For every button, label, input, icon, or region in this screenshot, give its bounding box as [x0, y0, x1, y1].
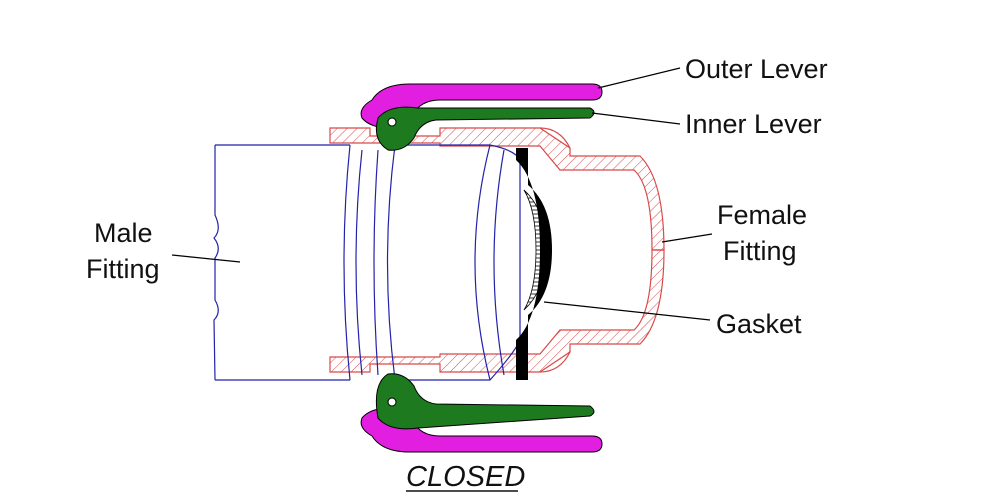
inner-lever-top — [375, 106, 595, 151]
leader-outer-lever — [597, 67, 681, 89]
bottom-lever-assembly — [360, 373, 603, 453]
label-gasket: Gasket — [716, 309, 802, 339]
male-fitting-sleeve — [395, 144, 521, 381]
inner-lever-bottom — [375, 373, 595, 430]
gasket-profile — [516, 148, 552, 380]
label-male-fitting-line1: Male — [94, 218, 153, 248]
male-fitting — [213, 144, 521, 381]
female-fitting-bottom-wall — [329, 249, 665, 373]
gasket-face — [523, 189, 547, 311]
caption-closed: CLOSED — [406, 461, 525, 493]
pivot-pin-top — [387, 117, 397, 127]
label-female-fitting-line2: Fitting — [723, 236, 797, 266]
male-fitting-pipe — [213, 144, 350, 381]
label-outer-lever: Outer Lever — [685, 54, 828, 84]
leader-male-fitting — [171, 254, 241, 263]
pivot-pin-bottom — [387, 397, 397, 407]
leader-inner-lever — [591, 112, 681, 125]
label-female-fitting-line1: Female — [717, 200, 807, 230]
leader-gasket — [543, 301, 711, 321]
male-fitting-bore — [474, 144, 505, 381]
outer-lever-top — [360, 83, 603, 129]
female-fitting-outer-contour — [539, 127, 571, 373]
gasket — [516, 148, 552, 380]
outer-lever-bottom — [360, 407, 603, 453]
label-male-fitting-line2: Fitting — [86, 254, 160, 284]
leader-lines — [171, 67, 713, 321]
leader-female-fitting — [661, 233, 713, 243]
label-inner-lever: Inner Lever — [685, 109, 822, 139]
male-fitting-groove — [343, 144, 396, 381]
female-fitting — [329, 127, 665, 373]
top-lever-assembly — [360, 83, 603, 151]
